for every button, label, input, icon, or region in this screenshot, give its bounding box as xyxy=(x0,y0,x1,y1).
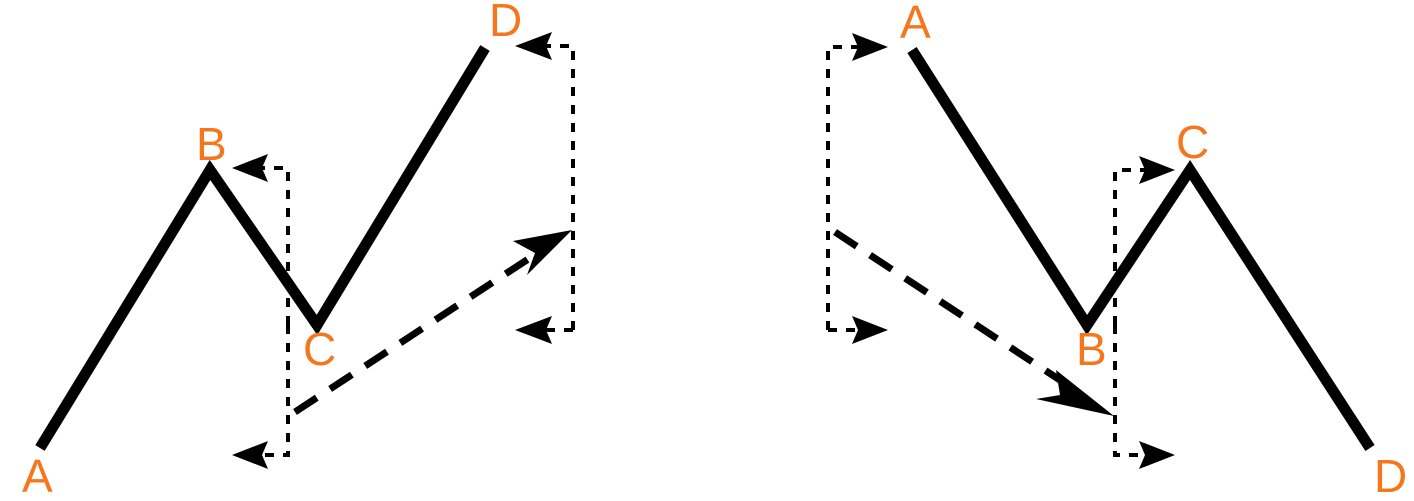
left-price-path xyxy=(35,45,490,451)
arrowhead-left-c xyxy=(232,441,268,469)
right-panel: A B C D xyxy=(826,0,1407,501)
left-label-c: C xyxy=(303,323,336,375)
left-guide-b-level xyxy=(232,154,290,325)
arrowhead-right-mid xyxy=(852,316,888,344)
arrowhead-right-b xyxy=(1139,441,1175,469)
right-label-d: D xyxy=(1374,450,1407,501)
left-label-d: D xyxy=(489,0,522,46)
right-label-c: C xyxy=(1176,116,1209,168)
right-label-b: B xyxy=(1076,323,1107,375)
left-guide-c-level xyxy=(232,325,290,469)
right-price-path xyxy=(907,47,1375,451)
right-dashed-downtrend-arrow xyxy=(833,229,1114,416)
arrowhead-right-c xyxy=(1139,156,1175,184)
right-guide-mid-level xyxy=(828,316,888,344)
arrowhead-left-b xyxy=(232,154,268,182)
arrowhead-left-mid xyxy=(515,316,552,344)
left-panel: A B C D xyxy=(22,0,575,501)
left-label-b: B xyxy=(196,118,227,170)
right-label-a: A xyxy=(900,0,931,48)
left-guide-d-level xyxy=(515,32,575,330)
arrowhead-right-a xyxy=(852,33,888,61)
right-guide-b-level xyxy=(1113,325,1175,469)
left-dashed-uptrend-arrow xyxy=(293,230,572,415)
left-label-a: A xyxy=(22,450,53,501)
arrowhead-right-trend xyxy=(1036,370,1114,416)
right-guide-a-level xyxy=(826,33,888,330)
arrowhead-left-trend xyxy=(513,230,572,275)
left-guide-mid-level xyxy=(515,316,573,344)
right-guide-c-level xyxy=(1113,156,1175,325)
arrowhead-left-d xyxy=(515,32,552,60)
